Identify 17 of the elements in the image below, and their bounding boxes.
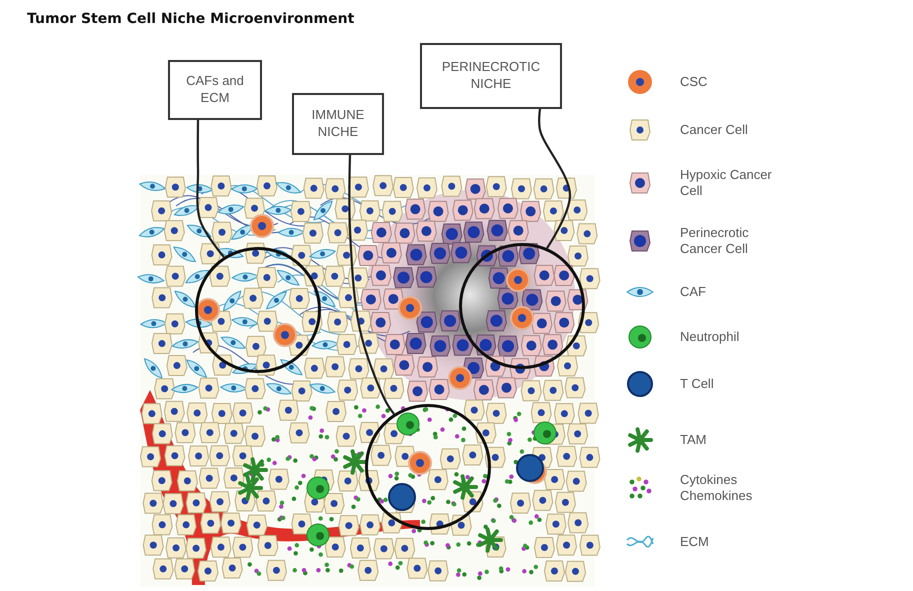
legend-label: ECM xyxy=(680,534,710,550)
legend-label: T Cell xyxy=(680,376,715,392)
legend-label: CSC xyxy=(680,74,708,90)
leader-line xyxy=(538,108,572,249)
niche-label-box: CAFs and ECM xyxy=(168,60,262,120)
legend-label: Hypoxic Cancer Cell xyxy=(680,166,773,200)
legend-label: Neutrophil xyxy=(680,328,740,346)
legend-label: Cytokines Chemokines xyxy=(680,472,754,504)
diagram-title: Tumor Stem Cell Niche Microenvironment xyxy=(27,11,354,27)
legend-label: CAF xyxy=(680,284,707,300)
leader-line xyxy=(196,120,225,258)
legend-label: Perinecrotic Cancer Cell xyxy=(680,224,750,258)
niche-label-box: IMMUNE NICHE xyxy=(292,93,384,155)
legend-label: TAM xyxy=(680,432,708,448)
leader-line xyxy=(348,154,395,415)
legend-label: Cancer Cell xyxy=(680,122,749,138)
niche-label-box: PERINECROTIC NICHE xyxy=(420,43,562,109)
